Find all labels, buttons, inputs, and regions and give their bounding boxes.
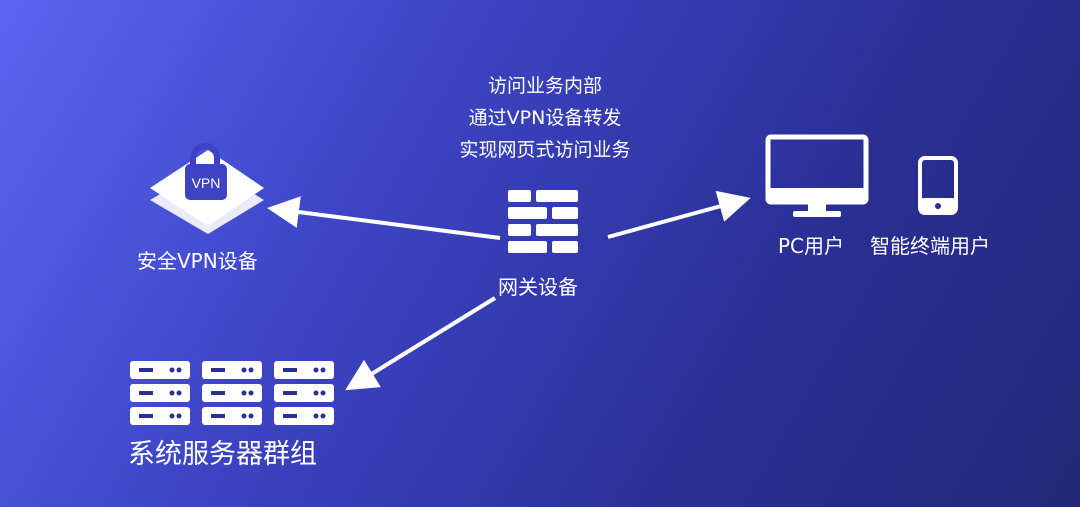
smartphone-icon (918, 156, 958, 215)
pc-monitor-icon (765, 134, 869, 217)
note-line: 通过VPN设备转发 (468, 107, 622, 129)
vpn-label: 安全VPN设备 (137, 249, 258, 273)
note-line: 访问业务内部 (487, 75, 602, 97)
gateway-label: 网关设备 (498, 275, 578, 299)
mobile-user-label: 智能终端用户 (870, 234, 990, 258)
server-unit (130, 407, 190, 425)
gateway-note: 访问业务内部 通过VPN设备转发 实现网页式访问业务 (420, 70, 670, 166)
server-unit (274, 407, 334, 425)
firewall-gateway-icon (508, 190, 578, 253)
arrow-to-vpn (267, 196, 501, 240)
note-line: 实现网页式访问业务 (459, 139, 631, 161)
server-unit (202, 361, 262, 379)
server-group-label: 系统服务器群组 (128, 439, 317, 470)
vpn-device-icon: VPN (150, 143, 264, 234)
server-unit (130, 384, 190, 402)
arrow-to-users (607, 190, 751, 239)
server-unit (202, 384, 262, 402)
vpn-badge: VPN (192, 175, 221, 191)
server-unit (130, 361, 190, 379)
arrow-to-servers (345, 296, 497, 391)
server-unit (274, 361, 334, 379)
server-unit (202, 407, 262, 425)
server-group-icon (130, 361, 334, 425)
pc-user-label: PC用户 (778, 234, 845, 258)
server-unit (274, 384, 334, 402)
